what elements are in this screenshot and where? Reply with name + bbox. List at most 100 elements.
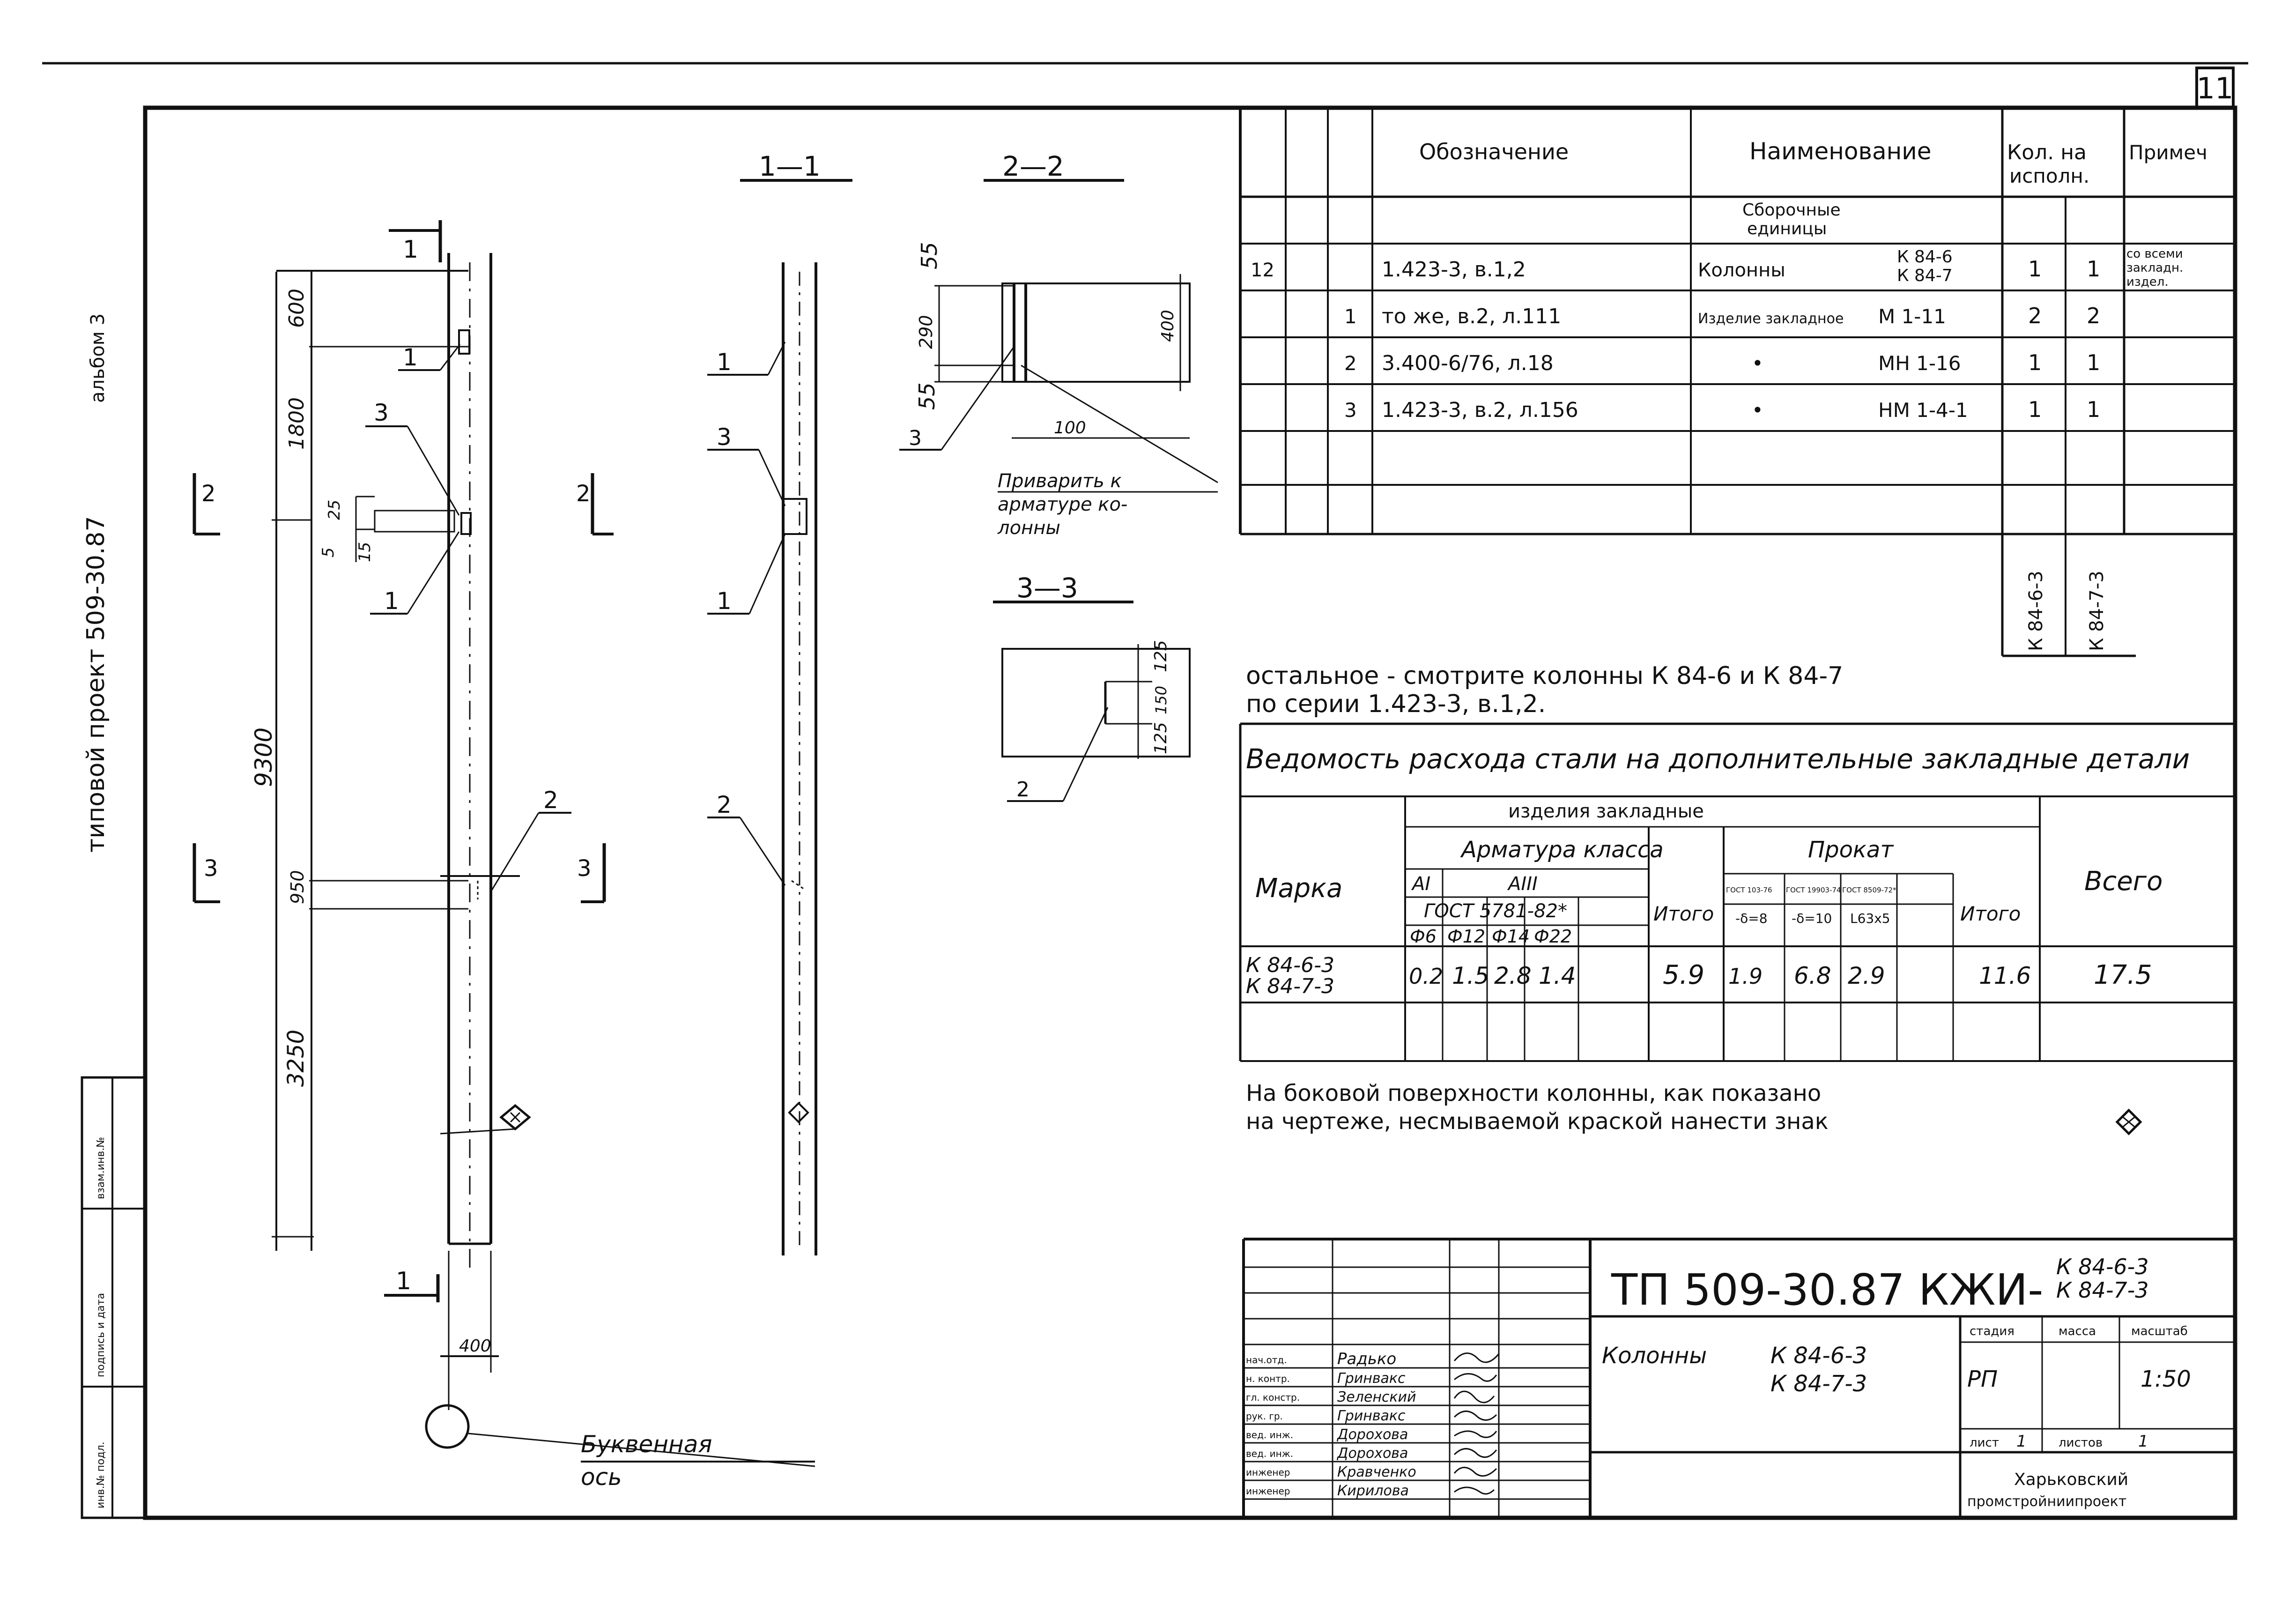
steel-dia-6: Ф6 — [1410, 926, 1437, 947]
tb-mass-header: масса — [2059, 1324, 2096, 1338]
section-2-2: 2—2 55 290 55 400 100 3 Приварить к арма… — [899, 150, 1218, 539]
column-elevation: 1 600 1800 25 5 15 9300 950 3250 2 — [193, 220, 815, 1491]
tb-role-8: инженер — [1246, 1485, 1290, 1497]
sheet-frame: 11 — [42, 62, 2248, 1520]
steel-val-rolled-3: 2.9 — [1848, 962, 1885, 989]
dim-15: 15 — [356, 542, 374, 562]
spec-row3-q2: 1 — [2087, 350, 2100, 375]
rest-note-line2: по серии 1.423-3, в.1,2. — [1246, 690, 1546, 718]
rest-note-line1: остальное - смотрите колонны К 84-6 и К … — [1246, 662, 1843, 690]
steel-val-rolled-1: 1.9 — [1728, 964, 1763, 989]
steel-dia-22: Ф22 — [1534, 926, 1572, 947]
spec-row1-q2: 1 — [2087, 256, 2100, 282]
sec22-dim-55-bottom: 55 — [914, 382, 940, 410]
stamp-inv: инв.№ подл. — [95, 1441, 107, 1508]
spec-exec-label-2: К 84-7-3 — [2086, 571, 2108, 651]
tb-name-3: Зеленский — [1337, 1389, 1416, 1405]
project-label: типовой проект 509-30.87 — [82, 516, 110, 853]
spec-row2-sub: 1 — [1344, 305, 1357, 328]
section-3-right-label: 3 — [577, 855, 592, 882]
tb-object-mark-2: К 84-7-3 — [1770, 1371, 1867, 1397]
steel-table: Ведомость расхода стали на дополнительны… — [1239, 722, 2235, 1062]
sec22-dim-100: 100 — [1054, 418, 1086, 438]
tb-role-6: вед. инж. — [1246, 1448, 1293, 1459]
tb-stage-value: РП — [1967, 1366, 1998, 1392]
tb-name-8: Кирилова — [1337, 1483, 1409, 1499]
spec-row1-mark-1: К 84-6 — [1897, 247, 1953, 267]
title-block: нач.отд. Радько н. контр. Гринвакс гл. к… — [1242, 1238, 2235, 1518]
tb-org-line1: Харьковский — [2014, 1470, 2128, 1489]
tb-role-1: нач.отд. — [1246, 1354, 1287, 1366]
steel-row-mark-2: К 84-7-3 — [1246, 974, 1334, 998]
tb-sheet-label: лист — [1970, 1436, 1999, 1450]
marking-note-line2: на чертеже, несмываемой краской нанести … — [1246, 1108, 1829, 1135]
sec22-note-1: Приварить к — [998, 470, 1122, 492]
steel-rolled-size-1: -δ=8 — [1735, 911, 1768, 926]
tb-sheet-value: 1 — [2016, 1432, 2027, 1451]
tb-role-7: инженер — [1246, 1467, 1290, 1478]
steel-h-itogo-1: Итого — [1653, 902, 1714, 925]
spec-row3-q1: 1 — [2028, 350, 2042, 375]
tb-sheets-value: 1 — [2138, 1432, 2148, 1451]
steel-val-a22: 1.4 — [1539, 962, 1576, 989]
callout-2: 2 — [543, 787, 558, 814]
tb-code-mark-1: К 84-6-3 — [2056, 1254, 2149, 1279]
spec-row1-designation: 1.423-3, в.1,2 — [1382, 258, 1526, 282]
sec33-dim-150: 150 — [1152, 686, 1170, 714]
sec33-callout-2: 2 — [1016, 778, 1029, 802]
dim-400: 400 — [459, 1337, 491, 1356]
spec-row4-name: • — [1752, 399, 1763, 422]
steel-h-ai: АI — [1411, 873, 1430, 895]
steel-val-a12: 1.5 — [1452, 962, 1489, 989]
steel-h-rebar: Арматура класса — [1460, 837, 1664, 863]
dim-600: 600 — [285, 289, 309, 328]
spec-row1-note-2: закладн. — [2126, 261, 2183, 275]
tb-name-5: Дорохова — [1336, 1426, 1408, 1443]
steel-rolled-gost-3: ГОСТ 8509-72* — [1842, 886, 1896, 894]
spec-row1-note-3: издел. — [2126, 275, 2169, 289]
spec-row4-designation: 1.423-3, в.2, л.156 — [1382, 398, 1578, 422]
dim-9300: 9300 — [250, 728, 277, 787]
tb-object-mark-1: К 84-6-3 — [1770, 1343, 1867, 1369]
spec-header-name: Наименование — [1749, 138, 1932, 165]
steel-rolled-gost-1: ГОСТ 103-76 — [1726, 886, 1772, 894]
callout-3: 3 — [374, 399, 389, 426]
steel-val-a6: 0.2 — [1409, 964, 1443, 989]
spec-table: Обозначение Наименование Кол. на исполн.… — [1239, 108, 2235, 657]
spec-header-designation: Обозначение — [1419, 139, 1569, 164]
spec-row3-mark: МН 1-16 — [1878, 352, 1961, 375]
dim-950: 950 — [287, 870, 308, 904]
sec33-dim-125-top: 125 — [1151, 640, 1170, 672]
spec-header-qty-1: Кол. на — [2007, 141, 2087, 164]
left-stamp: инв.№ подл. подпись и дата взам.инв.№ — [81, 1076, 147, 1519]
spec-row1-q1: 1 — [2028, 256, 2042, 282]
sheet-number: 11 — [2197, 71, 2234, 105]
spec-exec-label-1: К 84-6-3 — [2025, 571, 2047, 651]
dim-5: 5 — [319, 547, 338, 557]
tb-name-4: Гринвакс — [1337, 1408, 1406, 1424]
tb-sheets-label: листов — [2059, 1436, 2103, 1450]
spec-row4-q2: 1 — [2087, 397, 2100, 422]
sec11-callout-1-top: 1 — [717, 349, 732, 376]
tb-role-5: вед. инж. — [1246, 1429, 1293, 1441]
steel-h-mark: Марка — [1255, 873, 1342, 904]
sec22-dim-400: 400 — [1158, 310, 1178, 342]
steel-dia-12: Ф12 — [1447, 926, 1485, 947]
signature-scribbles — [1453, 1352, 1500, 1495]
steel-rolled-gost-2: ГОСТ 19903-74 — [1786, 886, 1841, 894]
tb-name-6: Дорохова — [1336, 1445, 1408, 1462]
tb-code-mark-2: К 84-7-3 — [2056, 1277, 2149, 1303]
marking-note-line1: На боковой поверхности колонны, как пока… — [1246, 1080, 1821, 1106]
dim-1800: 1800 — [285, 397, 309, 450]
tb-name-1: Радько — [1337, 1350, 1396, 1368]
steel-h-aiii: АIII — [1507, 873, 1538, 895]
spec-row2-q2: 2 — [2087, 303, 2100, 328]
spec-row1-name: Колонны — [1698, 260, 1785, 281]
steel-rolled-size-3: L63x5 — [1850, 911, 1890, 926]
axis-label-line1: Буквенная — [581, 1431, 712, 1458]
section-3-left-label: 3 — [204, 855, 218, 882]
axis-label-line2: ось — [581, 1463, 622, 1491]
spec-row3-name: • — [1752, 352, 1763, 375]
tb-scale-header: масштаб — [2131, 1324, 2188, 1338]
spec-row4-sub: 3 — [1344, 399, 1357, 422]
